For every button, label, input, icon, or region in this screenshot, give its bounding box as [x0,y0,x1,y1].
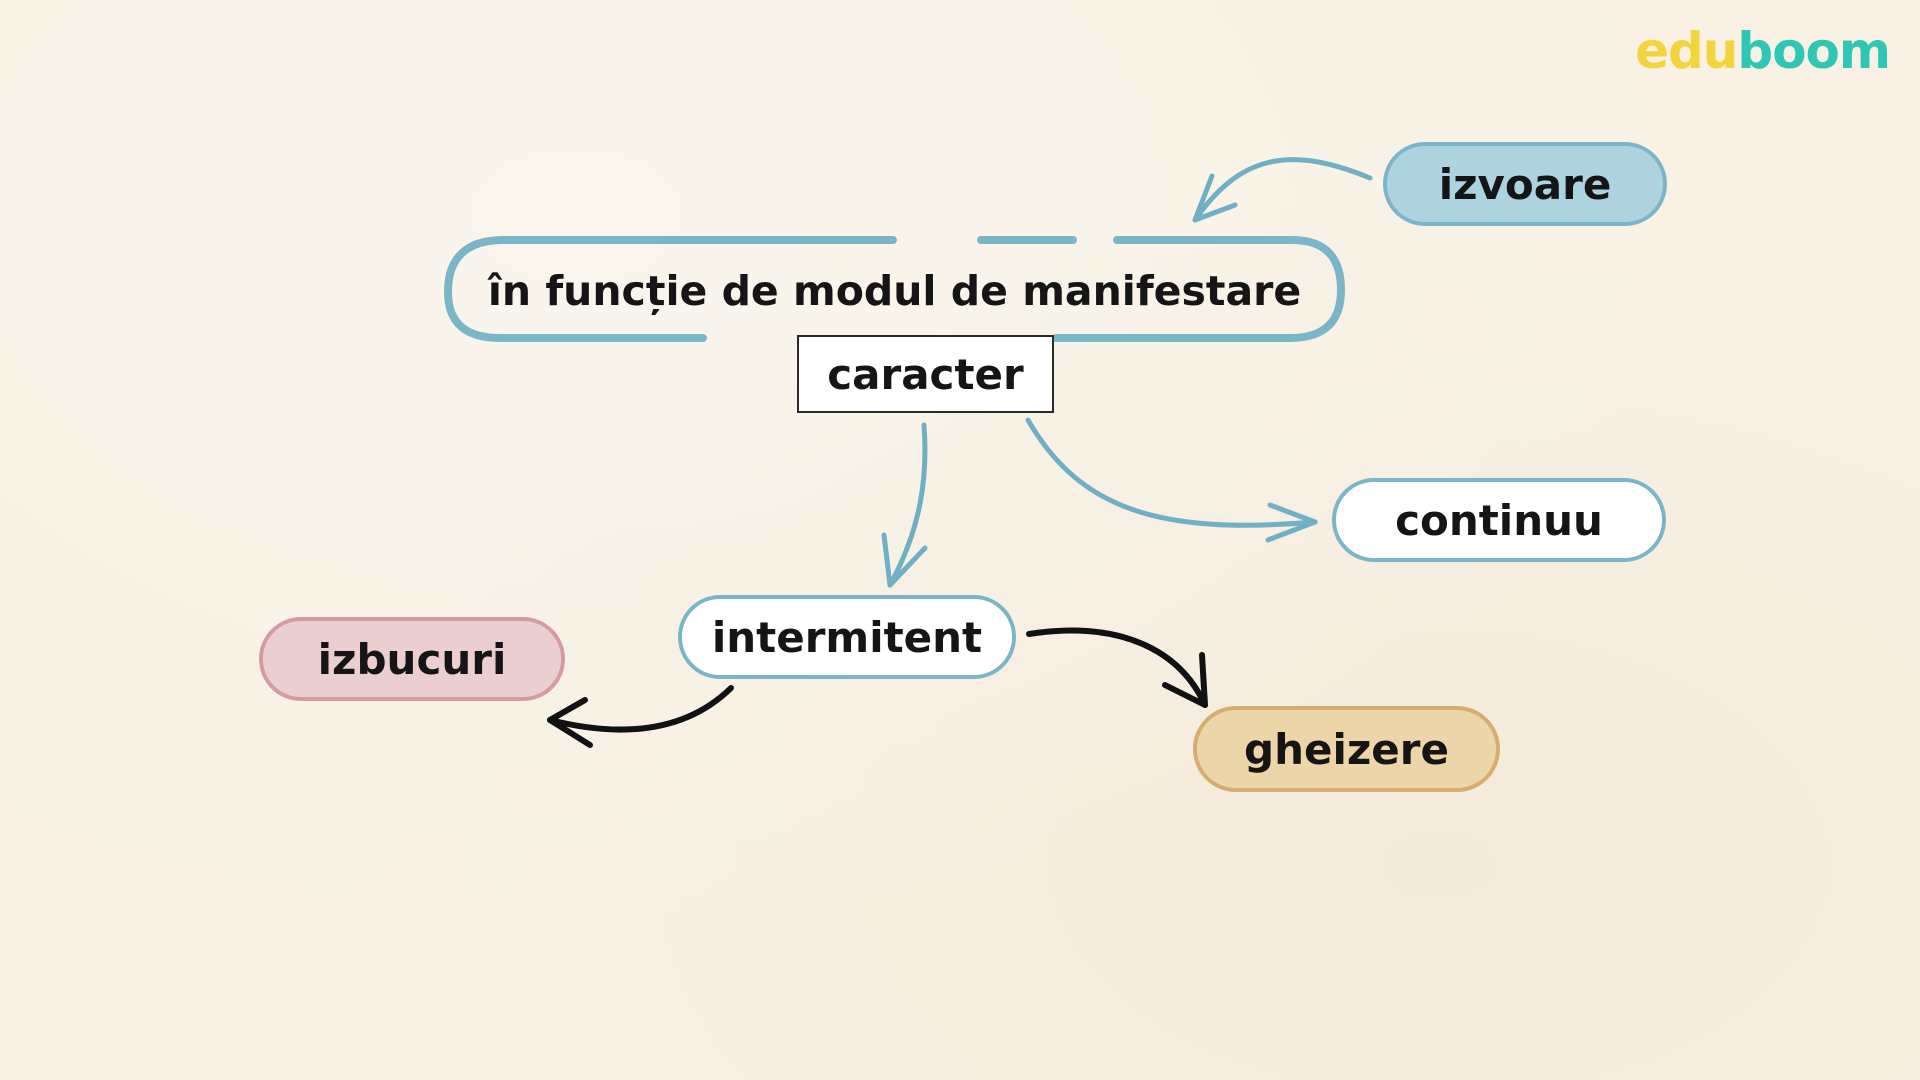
arrow-to-gheizere-head [1162,652,1208,708]
logo-part-boom: boom [1737,22,1891,80]
main-label-mode-of-manifestation: în funcție de modul de manifestare [487,267,1302,315]
arrow-to-intermitent-line [887,422,928,588]
main-frame-right [1052,236,1346,342]
eduboom-logo: eduboom [1635,22,1891,80]
node-izvoare: izvoare [1383,142,1667,226]
main-frame-left [443,236,897,342]
arrow-to-continuu-line [1025,417,1318,528]
arrow-to-izvoare-line [1192,157,1373,223]
arrow-to-intermitent-head [881,532,928,588]
main-frame [443,236,1346,342]
logo-part-edu: edu [1635,22,1738,80]
caracter-label: caracter [797,335,1054,413]
node-gheizere: gheizere [1193,706,1500,792]
node-izbucuri: izbucuri [259,617,565,701]
arrow-to-continuu-head [1265,502,1318,543]
node-continuu: continuu [1332,478,1666,562]
arrow-to-izvoare-head [1192,173,1238,223]
node-intermitent: intermitent [678,595,1016,679]
arrow-to-gheizere-line [1026,627,1208,708]
arrow-to-izbucuri-head [547,697,593,748]
arrow-to-izbucuri-line [547,685,734,733]
